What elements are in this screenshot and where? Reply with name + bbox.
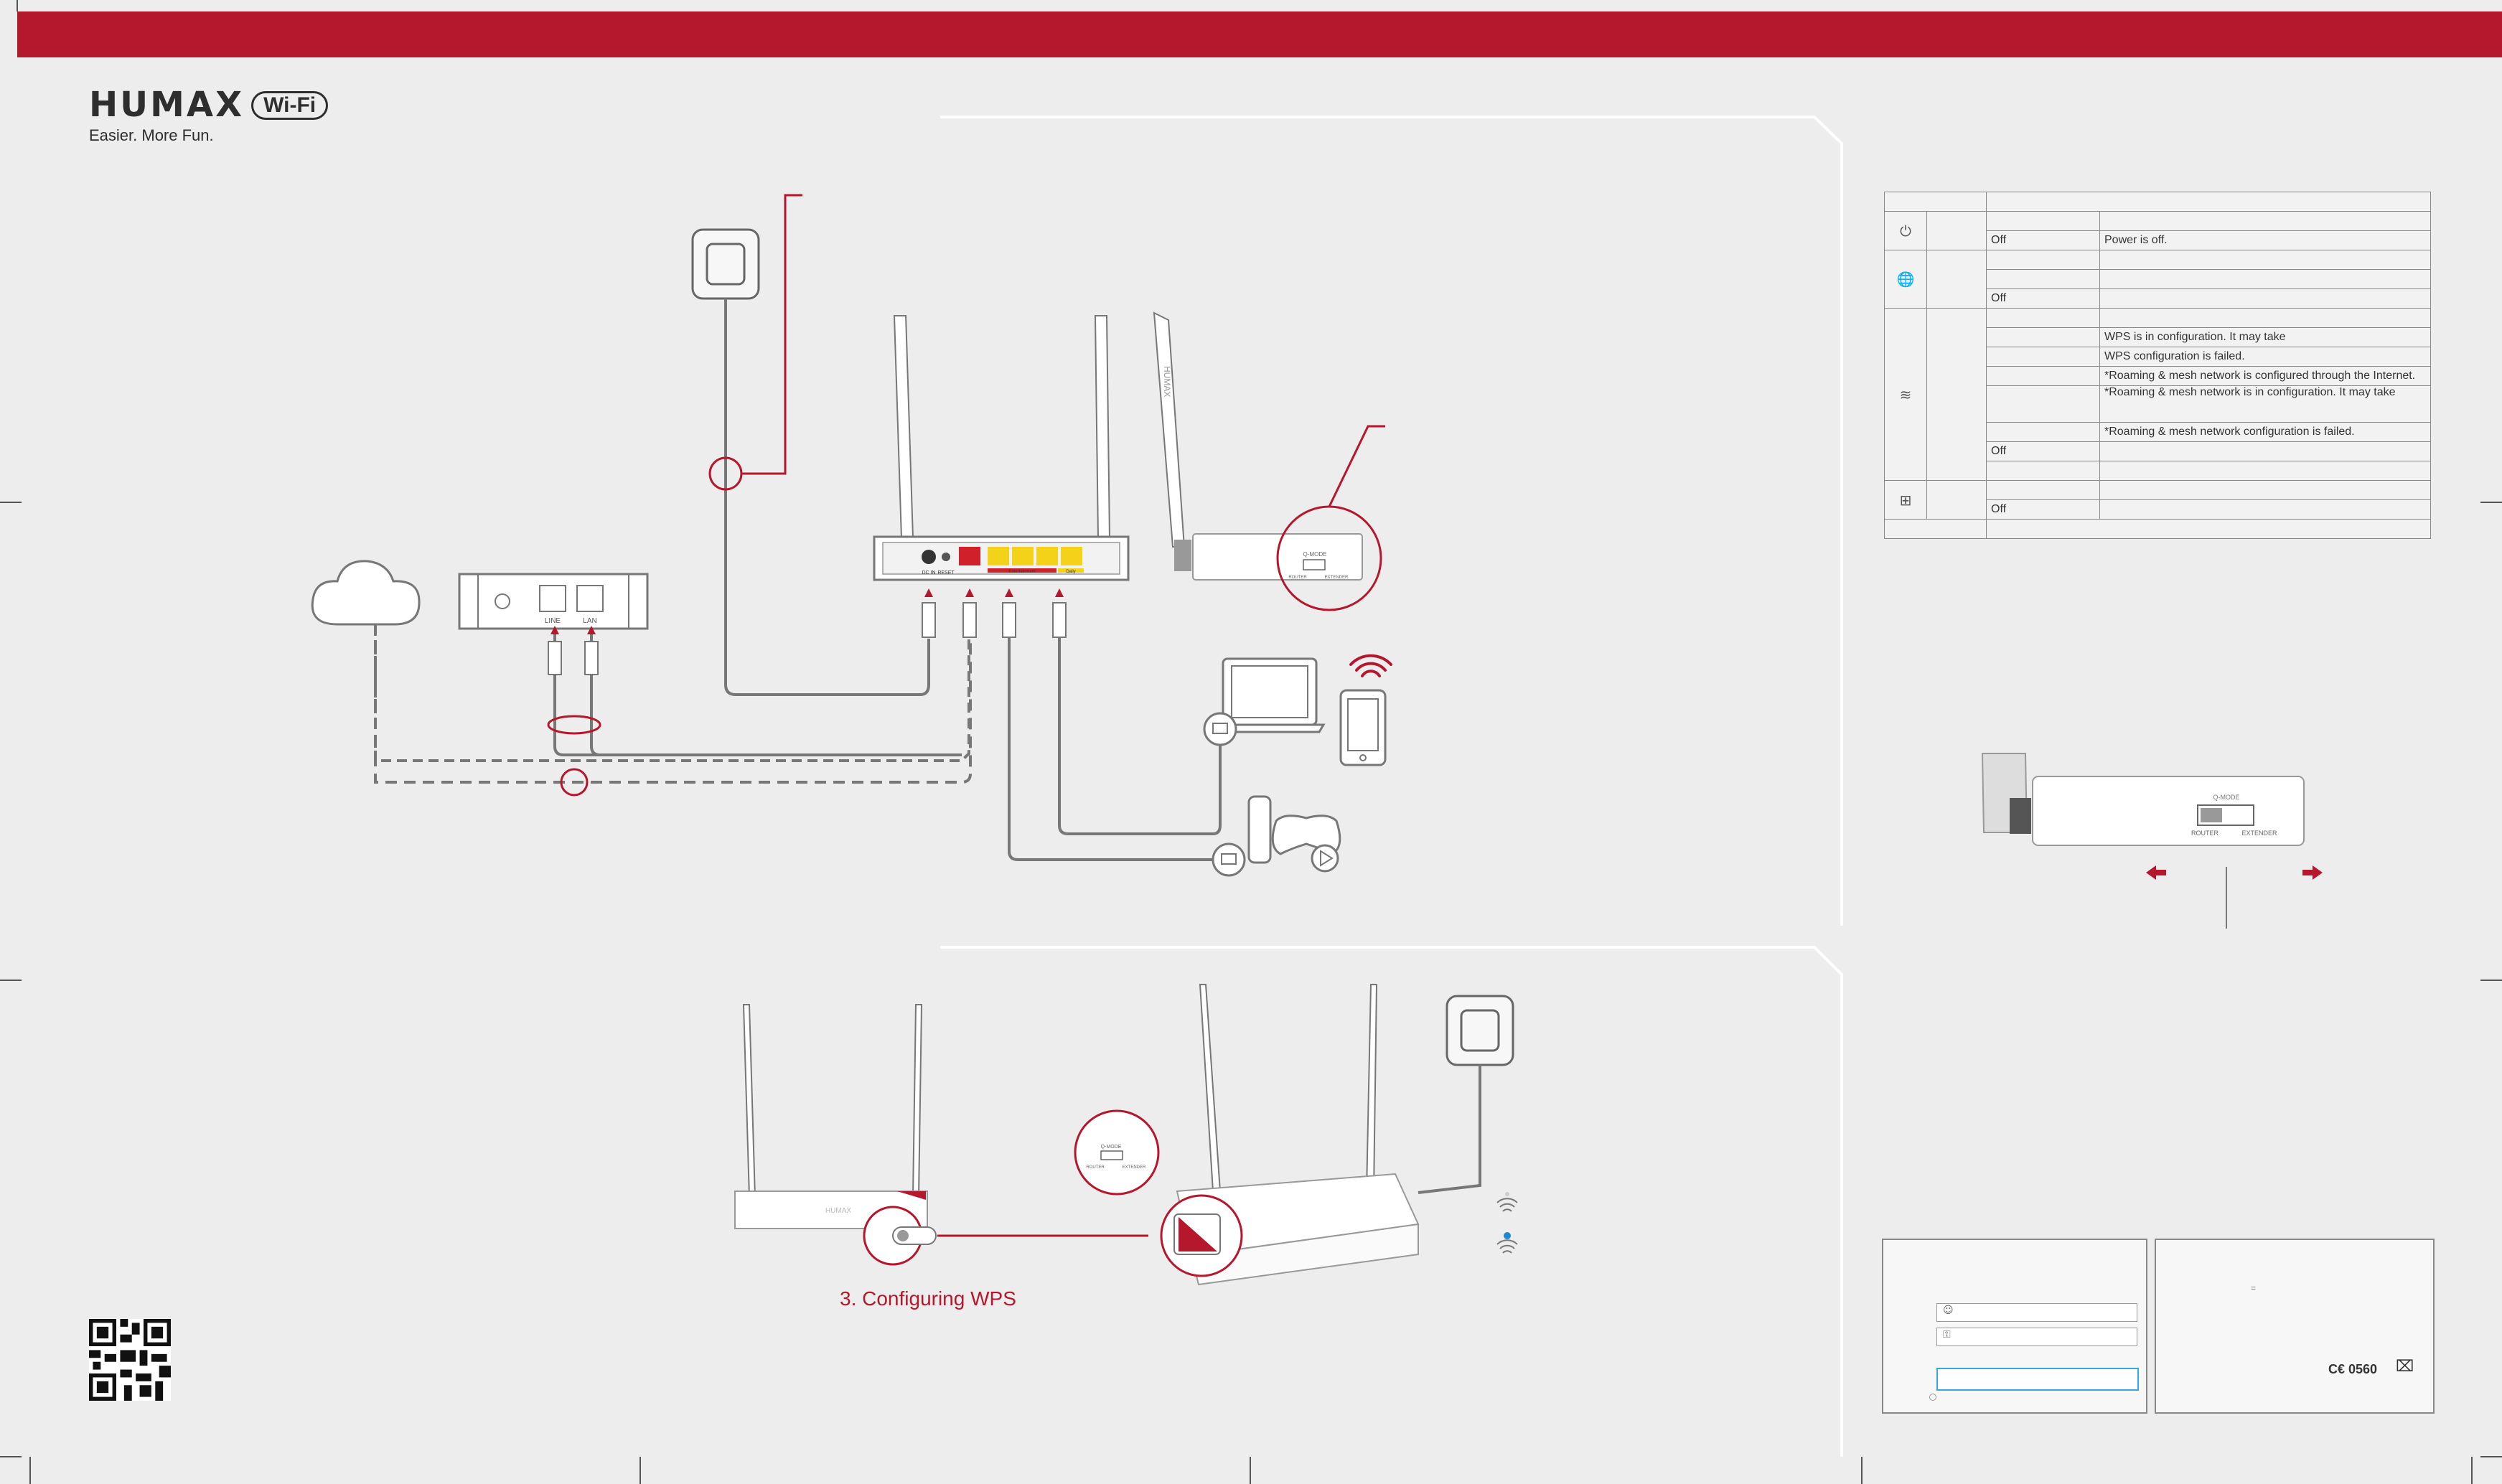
table-row: WPS configuration is failed. <box>1885 347 2431 367</box>
mode-router-label-large: ROUTER <box>2191 830 2219 837</box>
cable-console <box>1008 637 1229 861</box>
table-header-cell <box>1884 192 1987 212</box>
mode-switch: Q-MODE ROUTER EXTENDER <box>1288 551 1349 580</box>
callout-line-mode <box>1328 425 1385 507</box>
modem-arrows <box>550 626 596 634</box>
entertainment-label: Entertainment <box>1008 570 1036 574</box>
power-adapter-icon <box>691 228 760 300</box>
wps-wifi-indicators <box>1496 1192 1518 1254</box>
game-console-icon <box>1212 795 1341 877</box>
wps-mode-extender-label: EXTENDER <box>1123 1165 1146 1170</box>
power-icon: ⏻ <box>1900 222 1911 240</box>
modem-line-label: LINE <box>545 617 561 625</box>
remember-radio[interactable] <box>1929 1394 1936 1401</box>
power-adapter-icon-bottom <box>1446 995 1514 1066</box>
mode-extender-label-large: EXTENDER <box>2241 830 2277 837</box>
table-row: *Roaming & mesh network is in configurat… <box>1885 385 2431 423</box>
qr-code-icon <box>89 1319 171 1401</box>
brand-name: HUMAX <box>89 85 245 125</box>
mode-extender-label: EXTENDER <box>1325 576 1349 580</box>
dc-in-label: DC IN <box>922 570 935 576</box>
callout-line-power <box>741 194 802 475</box>
wps-mode-switch: Q-MODE ROUTER EXTENDER <box>1086 1145 1146 1170</box>
wifi-signal-red-icon <box>1349 654 1392 677</box>
login-button[interactable] <box>1936 1368 2139 1391</box>
power-cable <box>724 299 930 696</box>
wps-button-right <box>1179 1217 1217 1251</box>
wps-mode-title: Q-MODE <box>1101 1145 1122 1150</box>
router-plugs <box>922 602 1067 638</box>
lock-icon: ⚿ <box>1943 1329 1951 1340</box>
certification-panel: = C€ 0560 ⌧ <box>2155 1239 2435 1414</box>
laptop-icon <box>1203 657 1326 746</box>
user-icon: ☺ <box>1943 1305 1954 1316</box>
callout-ellipse-modem <box>547 715 601 735</box>
password-field[interactable]: ⚿ <box>1936 1328 2137 1346</box>
top-banner <box>17 11 2502 57</box>
side-router-brand: HUMAX <box>1162 366 1172 397</box>
login-screen-illustration: ☺ ⚿ <box>1882 1239 2147 1414</box>
modem-plugs <box>548 641 599 675</box>
router-port-arrows <box>924 588 1064 597</box>
callout-circle-dashed <box>560 768 589 797</box>
power-cable-bottom <box>1418 1065 1481 1194</box>
dashed-cable <box>374 624 972 784</box>
table-row: Off <box>1885 499 2431 520</box>
mode-switch-title: Q-MODE <box>1303 551 1327 558</box>
mode-router-label: ROUTER <box>1288 576 1307 580</box>
mode-switch-title-large: Q-MODE <box>2213 794 2240 801</box>
wps-mode-router-label: ROUTER <box>1086 1165 1105 1170</box>
dash-mark: = <box>2251 1283 2257 1293</box>
reset-label: RESET <box>937 570 955 576</box>
smartphone-icon <box>1339 689 1387 766</box>
table-row: Off <box>1885 288 2431 309</box>
internet-cloud-icon <box>311 560 421 626</box>
username-field[interactable]: ☺ <box>1936 1303 2137 1322</box>
globe-icon: 🌐 <box>1896 271 1915 288</box>
wps-caption: 3. Configuring WPS <box>840 1287 1016 1310</box>
cable-laptop <box>1058 637 1222 835</box>
ce-certification: C€ 0560 <box>2328 1362 2378 1376</box>
panel-outlines <box>940 116 1843 1457</box>
wifi-badge: Wi-Fi <box>251 91 329 120</box>
wps-router-left: HUMAX <box>734 1004 928 1229</box>
brand-tagline: Easier. More Fun. <box>89 126 214 144</box>
modem-device: LINE LAN <box>458 573 649 630</box>
weee-bin-icon: ⌧ <box>2396 1358 2414 1376</box>
lan-icon: ⊞ <box>1899 491 1912 509</box>
wps-left-router-brand: HUMAX <box>825 1207 851 1215</box>
daily-label: Daily <box>1066 570 1075 574</box>
wifi-icon: ≋ <box>1899 385 1912 403</box>
modem-lan-label: LAN <box>583 617 596 625</box>
mode-direction-arrows <box>2146 865 2323 880</box>
router-side-view: HUMAX <box>1153 311 1363 581</box>
router-back-panel: DC IN RESET Entertainment Daily <box>873 315 1130 581</box>
modem-cables <box>374 617 970 762</box>
router-mode-side-view: Q-MODE ROUTER EXTENDER <box>1981 753 2305 846</box>
